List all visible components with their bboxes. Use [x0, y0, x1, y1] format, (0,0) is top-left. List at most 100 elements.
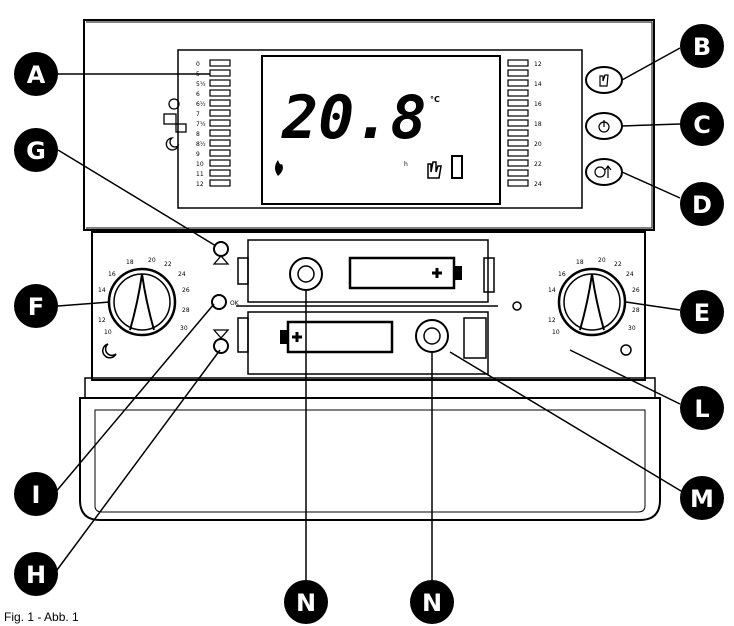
temperature-readout: 20.8: [281, 83, 427, 153]
screw-left: [289, 257, 323, 291]
moon-icon: [102, 343, 117, 359]
dial-label: 20: [598, 257, 606, 264]
dial-label: 10: [552, 329, 560, 336]
callout-c: C: [680, 102, 724, 146]
dial-label: 12: [548, 317, 556, 324]
left-dial[interactable]: [107, 267, 177, 337]
battery-compartment: [236, 239, 498, 375]
left-scale-label: 8: [196, 131, 200, 138]
dial-label: 30: [180, 325, 188, 332]
hand-icon: [427, 161, 442, 179]
right-bar-scale: [507, 59, 529, 187]
left-scale-label: 5½: [196, 81, 206, 88]
power-button[interactable]: [585, 112, 623, 140]
callout-f: F: [14, 284, 58, 328]
clock-icon: [594, 166, 606, 178]
up-button[interactable]: [213, 241, 229, 257]
left-scale-label: 12: [196, 181, 204, 188]
right-scale-label: 14: [534, 81, 542, 88]
h-label: h: [404, 161, 408, 168]
dial-label: 16: [108, 271, 116, 278]
callout-e: E: [680, 290, 724, 334]
moon-icon: [165, 137, 180, 151]
left-scale-label: 9: [196, 151, 200, 158]
dial-label: 12: [98, 317, 106, 324]
sun-icon: [620, 344, 632, 356]
dial-label: 18: [576, 259, 584, 266]
callout-letter: G: [26, 137, 46, 165]
ok-label: OK: [230, 300, 240, 307]
plus-icon: [292, 332, 302, 342]
battery-icon: [451, 155, 463, 179]
dial-label: 26: [182, 287, 190, 294]
callout-letter: H: [26, 561, 46, 589]
left-scale-label: 10: [196, 161, 204, 168]
left-scale-label: 11: [196, 171, 204, 178]
callout-letter: C: [693, 111, 711, 139]
ok-button[interactable]: [211, 294, 227, 310]
callout-letter: L: [694, 395, 709, 423]
callout-n-left: N: [284, 580, 328, 624]
unit-label: °C: [430, 95, 440, 104]
left-scale-label: 0: [196, 61, 200, 68]
dial-label: 24: [178, 271, 186, 278]
manual-button[interactable]: [585, 66, 623, 94]
sun-icon: [168, 98, 180, 110]
plus-icon: [432, 268, 442, 278]
callout-letter: F: [28, 293, 44, 321]
callout-letter: N: [296, 589, 316, 617]
leader-lines: [53, 47, 687, 580]
up-arrow-icon: [212, 255, 230, 265]
dial-label: 30: [628, 325, 636, 332]
dial-label: 26: [632, 287, 640, 294]
callout-letter: A: [27, 61, 46, 89]
dial-label: 14: [548, 287, 556, 294]
callout-b: B: [680, 24, 724, 68]
left-scale-label: 6½: [196, 101, 206, 108]
left-scale-label: 7½: [196, 121, 206, 128]
battery-upper: [348, 256, 462, 290]
screw-right: [415, 319, 449, 353]
callout-a: A: [14, 52, 58, 96]
callout-n-right: N: [410, 580, 454, 624]
battery-lower: [280, 320, 394, 354]
display-panel: 20.8 °C h: [177, 49, 583, 209]
down-button[interactable]: [213, 338, 229, 354]
flame-icon: [275, 160, 283, 176]
right-scale-label: 18: [534, 121, 542, 128]
mode-icons: [163, 98, 187, 151]
left-scale-label: 6: [196, 91, 200, 98]
program-button[interactable]: [585, 158, 623, 186]
right-dial[interactable]: [557, 267, 627, 337]
callout-d: D: [680, 182, 724, 226]
down-arrow-icon: [212, 329, 230, 339]
callout-letter: D: [692, 191, 712, 219]
dial-label: 22: [164, 261, 172, 268]
dial-label: 24: [626, 271, 634, 278]
callout-letter: M: [690, 485, 714, 513]
dial-label: 18: [126, 259, 134, 266]
program-block-icon: [163, 113, 177, 125]
dial-label: 28: [632, 307, 640, 314]
indicator-led: [512, 301, 522, 311]
left-dial-labels: 10 12 14 16 18 20 22 24 26 28 30: [98, 257, 190, 336]
housing: [79, 19, 661, 521]
callout-letter: I: [32, 481, 41, 509]
dial-label: 16: [558, 271, 566, 278]
dial-label: 14: [98, 287, 106, 294]
left-scale-labels: 0 5 5½ 6 6½ 7 7½ 8 8½ 9 10 11 12: [196, 61, 206, 188]
hand-icon: [599, 74, 609, 87]
right-scale-label: 16: [534, 101, 542, 108]
callout-letter: E: [694, 299, 710, 327]
callout-g: G: [14, 128, 58, 172]
callout-m: M: [680, 476, 724, 520]
callout-letter: N: [422, 589, 442, 617]
right-scale-label: 20: [534, 141, 542, 148]
callout-i: I: [14, 472, 58, 516]
left-bar-scale: [209, 59, 231, 187]
callout-h: H: [14, 552, 58, 596]
left-scale-label: 8½: [196, 141, 206, 148]
right-dial-labels: 10 12 14 16 18 20 22 24 26 28 30: [548, 257, 640, 336]
right-scale-labels: 12 14 16 18 20 22 24: [534, 61, 542, 188]
